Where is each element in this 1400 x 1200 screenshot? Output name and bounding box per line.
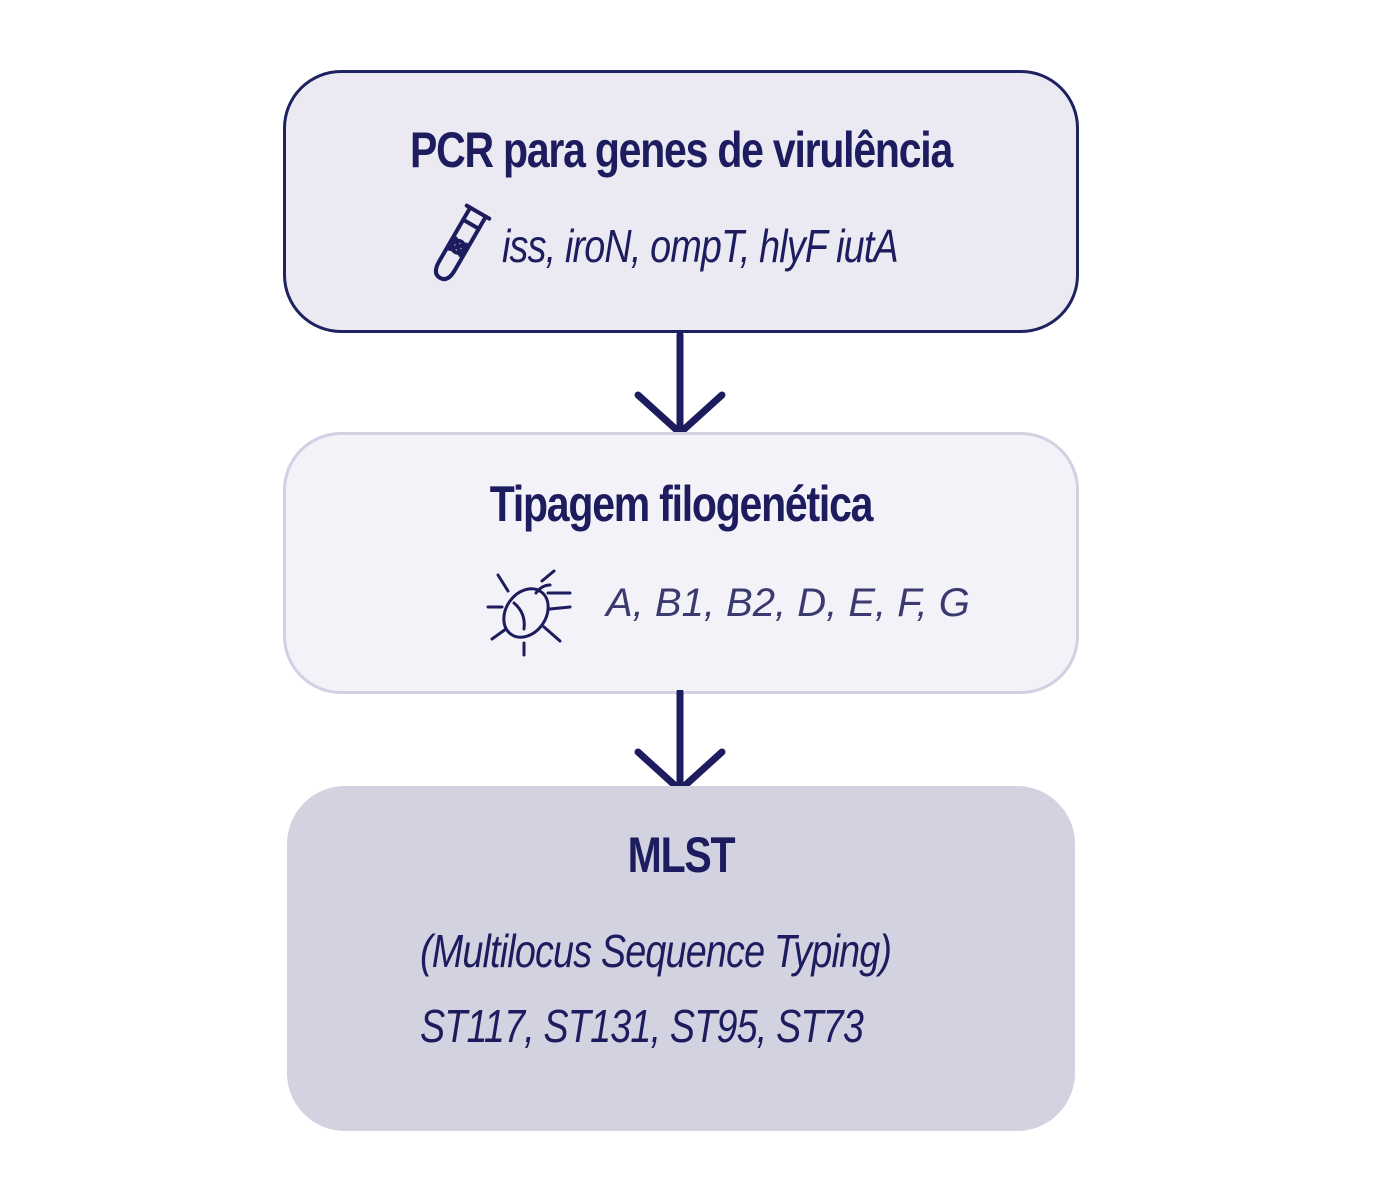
step-pcr-box: PCR para genes de virulência iss, iroN, … (283, 70, 1079, 333)
step-pcr-genes: iss, iroN, ompT, hlyF iutA (502, 220, 899, 272)
step-phylo-groups: A, B1, B2, D, E, F, G (606, 581, 970, 625)
step-phylo-title: Tipagem filogenética (489, 476, 874, 532)
step-mlst-subtitle: (Multilocus Sequence Typing) (420, 925, 892, 977)
step-pcr-title: PCR para genes de virulência (409, 122, 953, 178)
test-tube-icon (433, 203, 492, 282)
arrow-down-icon (634, 690, 726, 794)
bacterium-icon (486, 569, 572, 657)
step-mlst-sequence-types: ST117, ST131, ST95, ST73 (420, 1000, 864, 1052)
step-mlst-title: MLST (627, 827, 736, 883)
step-mlst-box: MLST (Multilocus Sequence Typing) ST117,… (287, 786, 1075, 1131)
arrow-down-icon (634, 333, 726, 437)
step-phylo-box: Tipagem filogenética A, B1, B2, D, E, F,… (283, 432, 1079, 694)
